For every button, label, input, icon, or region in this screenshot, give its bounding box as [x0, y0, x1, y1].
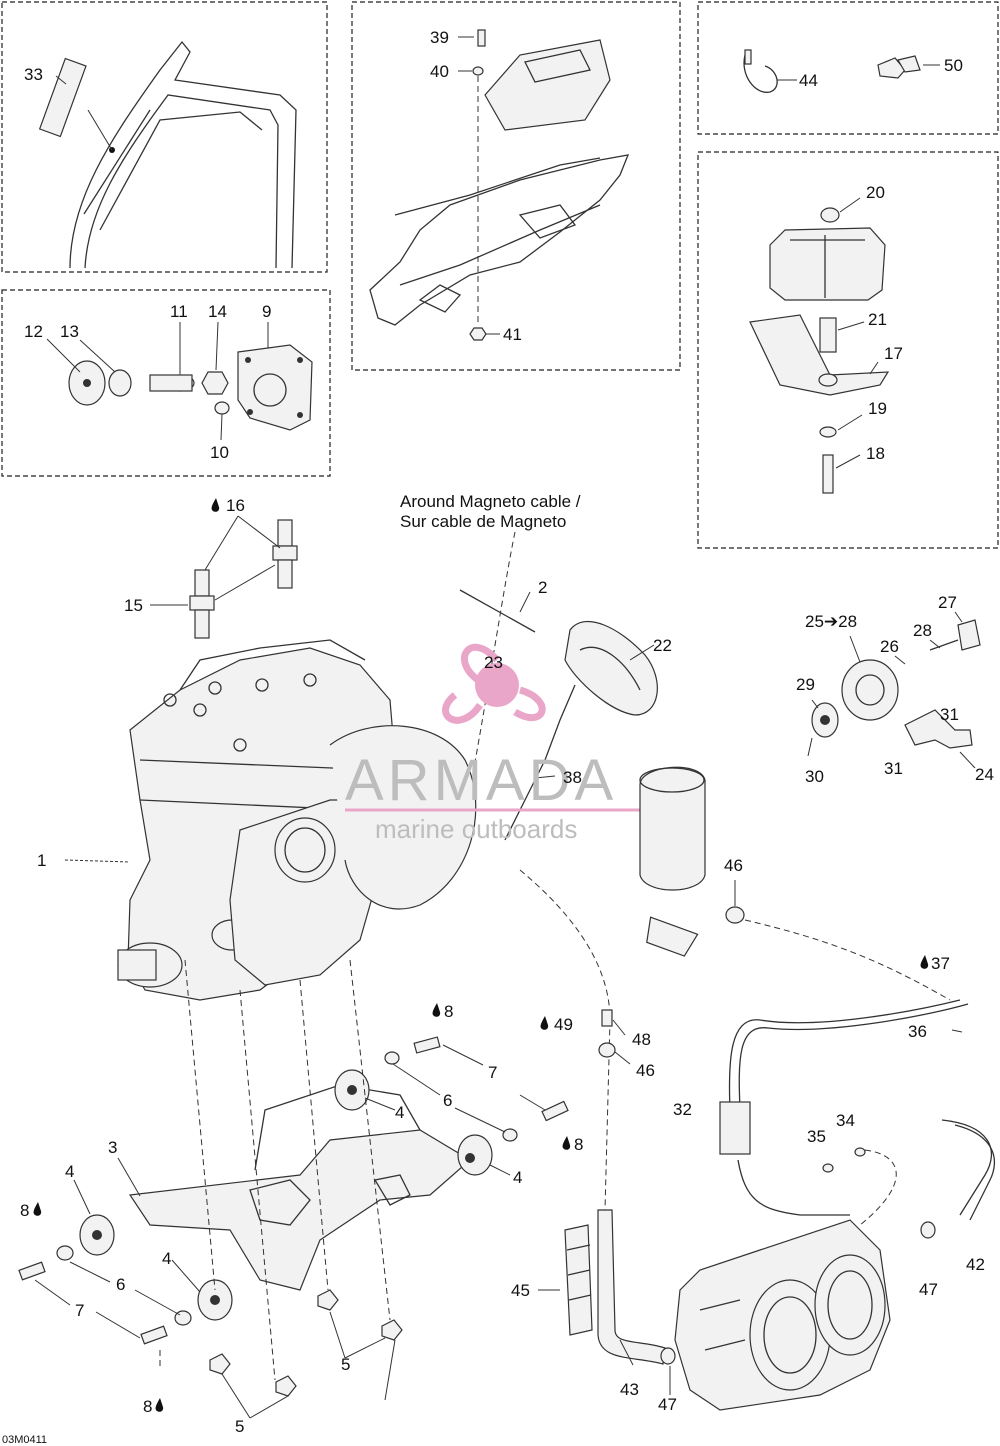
oil-drop-icon: [920, 955, 929, 969]
callout-20: 20: [866, 183, 885, 202]
callout-16: 16: [226, 496, 245, 515]
oil-drop-icon: [155, 1398, 164, 1412]
frame-tube-illustration: [38, 40, 297, 269]
callout-26: 26: [880, 637, 899, 656]
callout-14: 14: [208, 302, 227, 321]
oil-drop-icon: [33, 1202, 42, 1216]
callout-33: 33: [24, 65, 43, 84]
callout-5: 5: [341, 1355, 350, 1374]
callout-31: 31: [884, 759, 903, 778]
callout-31: 31: [940, 705, 959, 724]
callout-36: 36: [908, 1022, 927, 1041]
callout-44: 44: [799, 71, 818, 90]
callout-27: 27: [938, 593, 957, 612]
callout-47: 47: [658, 1395, 677, 1414]
watermark-propeller: [442, 643, 546, 724]
engine-block-illustration: [64, 639, 477, 1001]
callout-40: 40: [430, 62, 449, 81]
callout-34: 34: [836, 1111, 855, 1130]
callout-8: 8: [143, 1397, 152, 1416]
fuel-filter-illustration: [639, 766, 745, 957]
callout-6: 6: [116, 1275, 125, 1294]
cable-note-fr: Sur cable de Magneto: [400, 512, 566, 531]
ignition-coil-illustration: [749, 197, 890, 494]
callout-10: 10: [210, 443, 229, 462]
callout-45: 45: [511, 1281, 530, 1300]
callout-9: 9: [262, 302, 271, 321]
callout-1: 1: [37, 851, 46, 870]
drawing-code: 03M0411: [2, 1434, 47, 1446]
watermark-brand: ARMADA: [345, 748, 617, 813]
callout-35: 35: [807, 1127, 826, 1146]
starter-handle-illustration: [459, 531, 658, 841]
starter-housing-parts-illustration: [807, 611, 981, 769]
callout-8: 8: [444, 1002, 453, 1021]
callout-4: 4: [162, 1249, 171, 1268]
detail-box-frame-tube: [1, 1, 328, 273]
callout-23: 23: [484, 653, 503, 672]
carburetor-illustration: [674, 1219, 891, 1411]
callout-50: 50: [944, 56, 963, 75]
callout-32: 32: [673, 1100, 692, 1119]
callout-46: 46: [724, 856, 743, 875]
callout-28: 28: [913, 621, 932, 640]
oil-drop-icon: [211, 498, 220, 512]
callout-6: 6: [443, 1091, 452, 1110]
watermark-logo: [475, 663, 519, 707]
fuel-lines-illustration: [719, 919, 996, 1239]
clips-illustration: [743, 49, 940, 93]
callout-8: 8: [20, 1201, 29, 1220]
spark-plugs-illustration: [150, 515, 298, 639]
callout-22: 22: [653, 636, 672, 655]
callout-25-28: 25➔28: [805, 612, 857, 631]
callout-11: 11: [170, 302, 188, 321]
watermark: ARMADA marine outboards: [345, 643, 650, 844]
callout-43: 43: [620, 1380, 639, 1399]
ecu-bracket-illustration: [369, 29, 630, 341]
oil-drop-icon: [432, 1003, 441, 1017]
callout-41: 41: [503, 325, 522, 344]
callout-17: 17: [884, 344, 903, 363]
callout-48: 48: [632, 1030, 651, 1049]
callout-42: 42: [966, 1255, 985, 1274]
watermark-tagline: marine outboards: [375, 814, 577, 844]
oil-drop-icon: [562, 1136, 571, 1150]
callout-12: 12: [24, 322, 43, 341]
callout-24: 24: [975, 765, 994, 784]
callout-39: 39: [430, 28, 449, 47]
callout-4: 4: [65, 1162, 74, 1181]
callout-18: 18: [866, 444, 885, 463]
callout-2: 2: [538, 578, 547, 597]
callout-46: 46: [636, 1061, 655, 1080]
callout-29: 29: [796, 675, 815, 694]
hoses-illustration: [519, 869, 676, 1395]
callout-47: 47: [919, 1280, 938, 1299]
detail-box-ignition-coil: [697, 151, 999, 549]
callout-7: 7: [488, 1063, 497, 1082]
callout-49: 49: [554, 1015, 573, 1034]
detail-box-ecu-bracket: [351, 1, 681, 371]
detail-box-rewind-starter: [1, 289, 331, 477]
callout-30: 30: [805, 767, 824, 786]
callout-4: 4: [513, 1168, 522, 1187]
engine-mount-illustration: [18, 959, 569, 1419]
callout-38: 38: [563, 768, 582, 787]
cable-note-en: Around Magneto cable /: [400, 492, 581, 511]
callout-8: 8: [574, 1135, 583, 1154]
callout-labels: 1 2 3 4 4 4 4 5 5 6 6 7 7 8 8 8 8 9 10 1…: [20, 28, 994, 1436]
callout-3: 3: [108, 1138, 117, 1157]
oil-drop-icon: [540, 1016, 549, 1030]
callout-21: 21: [868, 310, 887, 329]
callout-15: 15: [124, 596, 143, 615]
starter-parts-illustration: [46, 321, 313, 441]
callout-19: 19: [868, 399, 887, 418]
callout-5: 5: [235, 1417, 244, 1436]
oil-drop-icons: [33, 498, 929, 1412]
callout-37: 37: [931, 954, 950, 973]
callout-7: 7: [75, 1301, 84, 1320]
callout-4: 4: [395, 1103, 404, 1122]
callout-13: 13: [60, 322, 79, 341]
